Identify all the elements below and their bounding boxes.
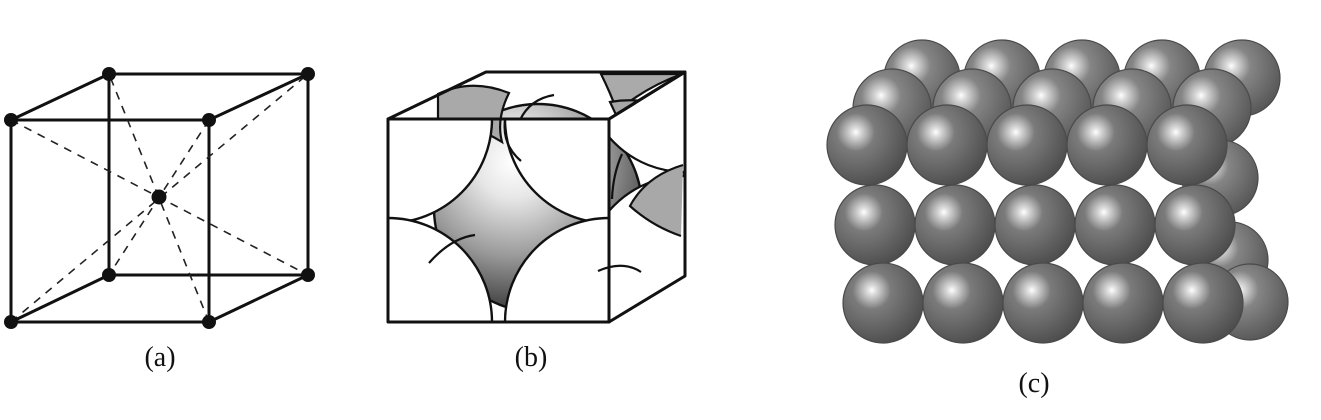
- right-face-bottom-back-corner-atom: [609, 174, 685, 322]
- caption-b: (b): [514, 342, 548, 373]
- front-top-row-atom-5: [1146, 104, 1228, 186]
- diagonal-front-bottom-left-to-back-top-right: [10, 73, 309, 323]
- left-bottom-depth-edge: [9, 273, 111, 324]
- front-top-left-corner-atom: [388, 119, 494, 225]
- right-bottom-depth-edge: [207, 273, 310, 324]
- lattice-points: [4, 67, 315, 329]
- lattice-points-drawing: [4, 67, 315, 329]
- right-face-corner-atoms: [609, 72, 685, 322]
- front-bottom-left-corner-atom: [388, 216, 494, 322]
- front-bottom-row-atom-3: [1002, 262, 1084, 344]
- front-middle-row-atom-2: [914, 184, 996, 266]
- panel-b-unit-cell-atoms: [360, 0, 720, 340]
- corner-lattice-point-front-bottom-left: [4, 315, 18, 329]
- front-top-row-atom-2: [906, 104, 988, 186]
- center-left-top-curve: [503, 119, 522, 162]
- unit-cell-atoms-drawing: [386, 70, 687, 324]
- right-top-depth-edge: [207, 72, 310, 122]
- caption-a: (a): [144, 342, 176, 373]
- center-right-curve: [610, 153, 624, 200]
- extra-cutout-curves: [428, 93, 642, 273]
- center-top-curve: [519, 93, 555, 121]
- corner-lattice-point-front-top-right: [202, 113, 216, 127]
- corner-lattice-point-back-top-right: [301, 67, 315, 81]
- front-bottom-right-corner-atom: [503, 216, 609, 322]
- body-center-lattice-point: [151, 189, 167, 205]
- corner-lattice-point-back-top-left: [102, 67, 116, 81]
- corner-lattice-point-back-bottom-right: [301, 268, 315, 282]
- panel-a-lattice-points: [0, 0, 330, 340]
- front-middle-row-atom-4: [1074, 184, 1156, 266]
- right-face-middle-shadow: [628, 163, 684, 238]
- right-face-top-back-corner-atom: [609, 72, 685, 174]
- front-middle-row-atom-3: [994, 184, 1076, 266]
- corner-lattice-point-back-bottom-left: [102, 268, 116, 282]
- corner-lattice-point-front-bottom-right: [202, 315, 216, 329]
- front-middle-row-atom-1: [834, 184, 916, 266]
- front-top-row-atom-4: [1066, 104, 1148, 186]
- caption-c: (c): [1018, 368, 1050, 399]
- atom-packing-drawing: [826, 39, 1289, 344]
- front-bottom-row-atom-1: [842, 262, 924, 344]
- lower-left-cut-curve: [428, 233, 476, 264]
- front-bottom-row-atom-5: [1162, 262, 1244, 344]
- front-top-right-corner-atom: [503, 119, 609, 225]
- corner-lattice-point-front-top-left: [4, 113, 18, 127]
- panel-c-atom-packing: [810, 0, 1321, 365]
- packed-atoms-group: [826, 39, 1289, 344]
- front-middle-row-atom-5: [1154, 184, 1236, 266]
- front-bottom-row-atom-4: [1082, 262, 1164, 344]
- front-top-row-atom-1: [826, 104, 908, 186]
- left-top-depth-edge: [9, 72, 111, 122]
- right-face-outline: [607, 70, 687, 324]
- lower-right-cut-curve: [597, 264, 642, 273]
- unit-cell-outline: [386, 70, 687, 324]
- front-top-row-atom-3: [986, 104, 1068, 186]
- front-bottom-row-atom-2: [922, 262, 1004, 344]
- cube-edges: [9, 72, 310, 324]
- front-face-corner-atoms: [388, 119, 609, 322]
